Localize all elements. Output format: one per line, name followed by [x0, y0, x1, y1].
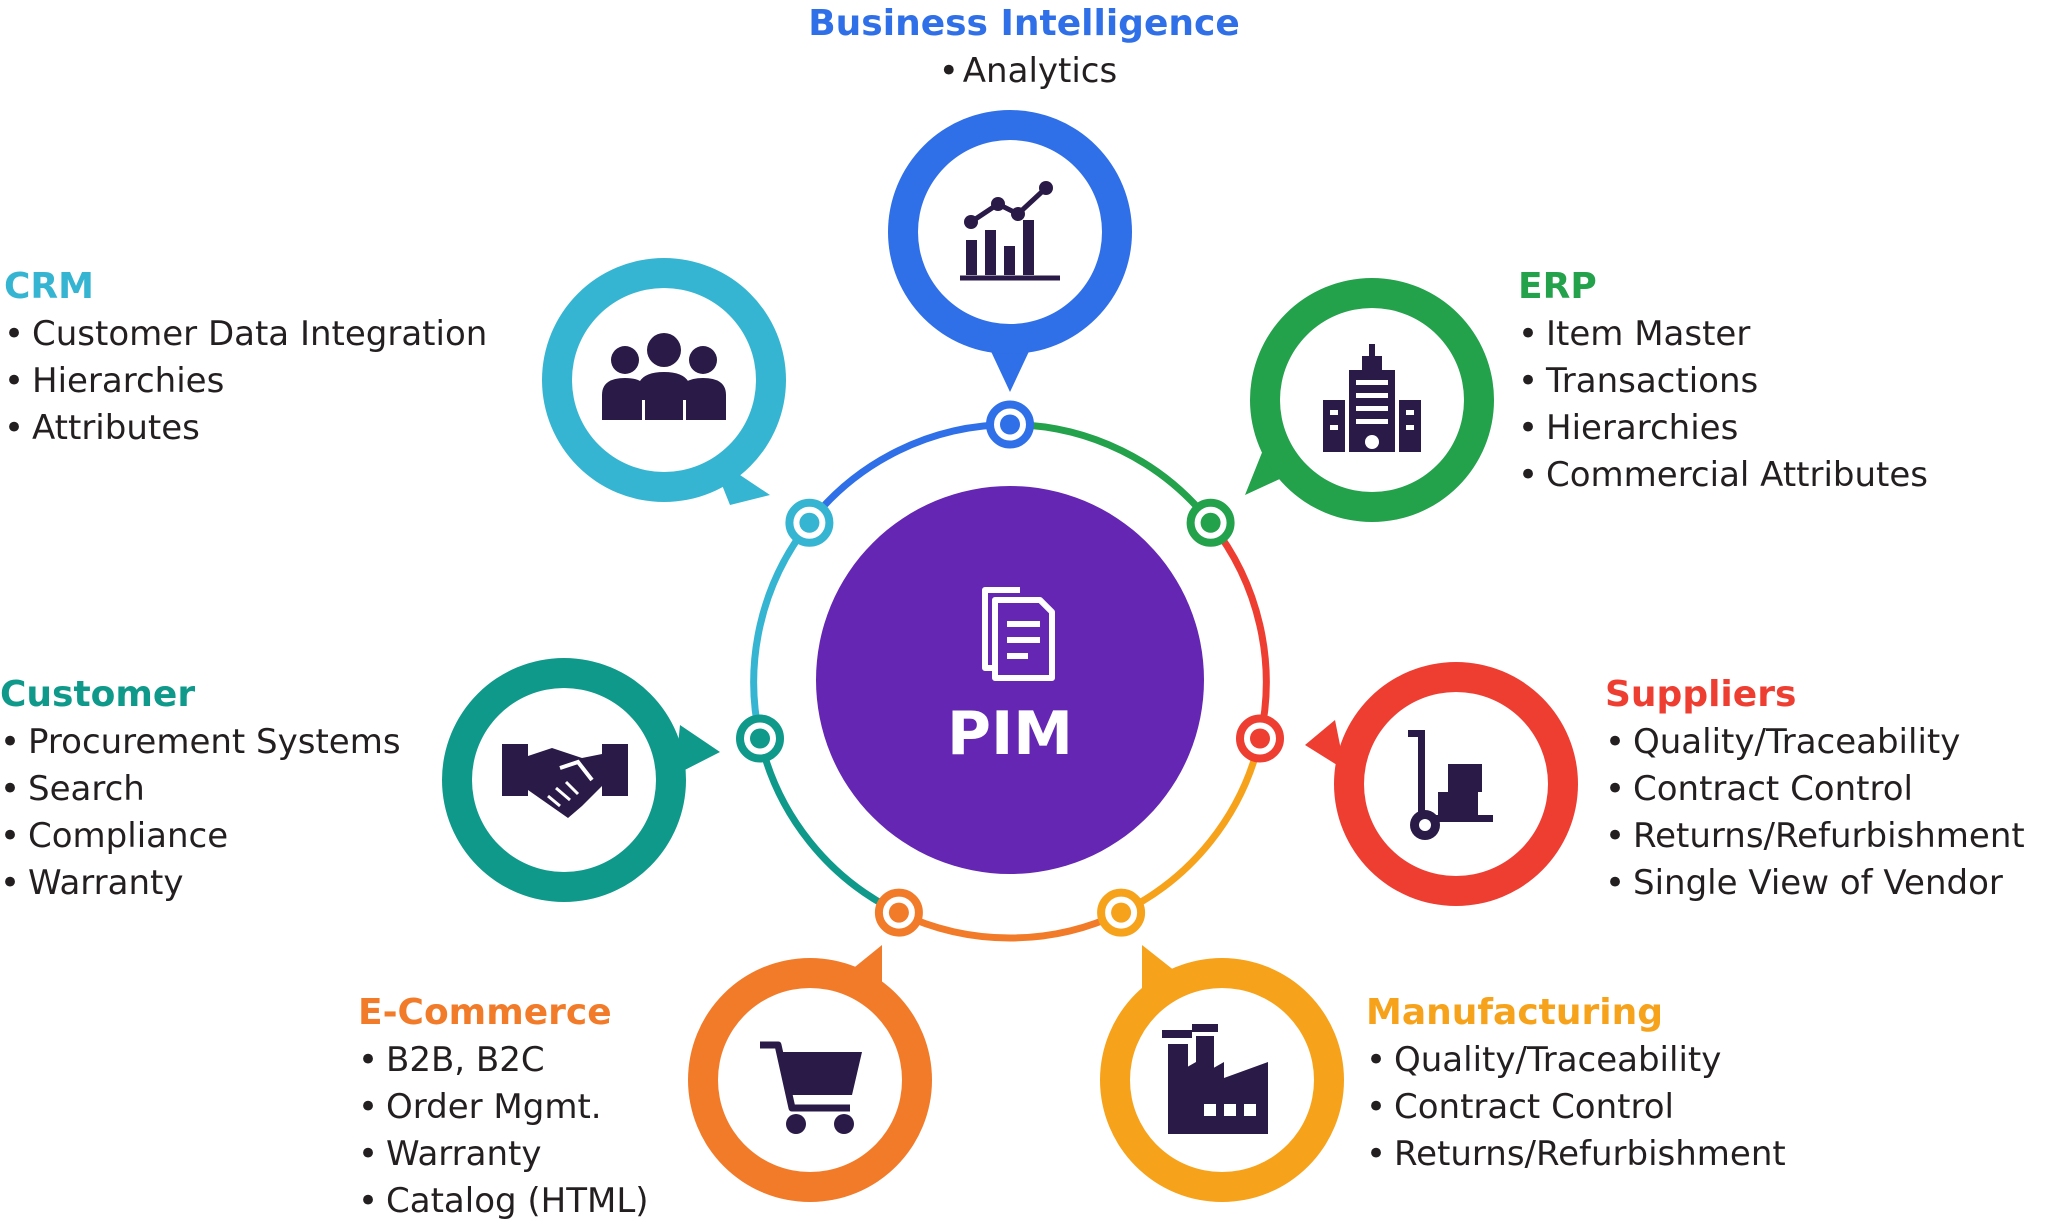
shopping-cart-icon — [760, 1041, 862, 1134]
list-item: Search — [0, 766, 401, 813]
label-customer-items: Procurement Systems Search Compliance Wa… — [0, 719, 401, 907]
list-item: Returns/Refurbishment — [1366, 1131, 1786, 1178]
list-item: Single View of Vendor — [1605, 860, 2025, 907]
list-item: Procurement Systems — [0, 719, 401, 766]
label-erp: ERP Item Master Transactions Hierarchies… — [1518, 265, 1928, 499]
ring-arc-bi-erp — [1009, 421, 1214, 525]
list-item: Quality/Traceability — [1366, 1037, 1786, 1084]
pim-center: PIM — [816, 486, 1204, 874]
bubble-bi — [888, 110, 1132, 392]
ring-node-crm — [785, 498, 834, 547]
people-group-icon — [602, 333, 726, 420]
label-crm-title: CRM — [4, 266, 94, 307]
list-item: Warranty — [0, 860, 401, 907]
label-bi-title: Business Intelligence — [808, 3, 1240, 44]
list-item: Customer Data Integration — [4, 311, 487, 358]
list-item: Contract Control — [1366, 1084, 1786, 1131]
building-icon — [1323, 344, 1421, 452]
bubble-customer — [442, 658, 720, 902]
bubble-ecommerce — [688, 945, 932, 1202]
label-erp-items: Item Master Transactions Hierarchies Com… — [1518, 311, 1928, 499]
list-item: Analytics — [4, 48, 2048, 95]
list-item: Transactions — [1518, 358, 1928, 405]
list-item: Order Mgmt. — [358, 1084, 649, 1131]
ring-node-erp — [1186, 498, 1235, 547]
ring-arc-suppliers-manufacturing — [1119, 737, 1264, 916]
bubble-bi-tail — [988, 345, 1032, 392]
label-suppliers-items: Quality/Traceability Contract Control Re… — [1605, 719, 2025, 907]
list-item: Item Master — [1518, 311, 1928, 358]
bubble-erp — [1245, 278, 1494, 522]
label-manufacturing-items: Quality/Traceability Contract Control Re… — [1366, 1037, 1786, 1178]
pim-center-label: PIM — [947, 699, 1073, 769]
ring-node-manufacturing — [1097, 888, 1146, 937]
label-ecommerce: E-Commerce B2B, B2C Order Mgmt. Warranty… — [358, 991, 649, 1225]
bubble-customer-tail — [675, 725, 720, 775]
bubble-crm — [542, 258, 786, 505]
ring-arc-customer-crm — [750, 520, 813, 740]
bubble-suppliers-tail — [1305, 720, 1345, 770]
list-item: Hierarchies — [1518, 405, 1928, 452]
ring-node-bi — [986, 400, 1034, 449]
hand-truck-icon — [1408, 730, 1493, 840]
list-item: Attributes — [4, 405, 487, 452]
label-ecommerce-title: E-Commerce — [358, 992, 612, 1033]
label-customer-title: Customer — [0, 674, 196, 715]
label-erp-title: ERP — [1518, 266, 1597, 307]
label-manufacturing-title: Manufacturing — [1366, 992, 1663, 1033]
list-item: Hierarchies — [4, 358, 487, 405]
documents-icon — [982, 587, 1055, 681]
label-ecommerce-items: B2B, B2C Order Mgmt. Warranty Catalog (H… — [358, 1037, 649, 1225]
list-item: B2B, B2C — [358, 1037, 649, 1084]
analytics-chart-icon — [960, 181, 1060, 281]
list-item: Compliance — [0, 813, 401, 860]
ring-nodes — [736, 400, 1284, 937]
list-item: Warranty — [358, 1131, 649, 1178]
factory-icon — [1162, 1024, 1268, 1134]
handshake-icon — [502, 744, 628, 818]
ring-node-customer — [736, 714, 784, 763]
list-item: Quality/Traceability — [1605, 719, 2025, 766]
label-crm-items: Customer Data Integration Hierarchies At… — [4, 311, 487, 452]
label-manufacturing: Manufacturing Quality/Traceability Contr… — [1366, 991, 1786, 1178]
label-crm: CRM Customer Data Integration Hierarchie… — [4, 265, 487, 452]
label-customer: Customer Procurement Systems Search Comp… — [0, 673, 401, 907]
ring-arc-manufacturing-ecommerce — [897, 909, 1123, 942]
label-suppliers-title: Suppliers — [1605, 674, 1797, 715]
ring-node-suppliers — [1236, 714, 1284, 763]
ring-arc-erp-suppliers — [1207, 520, 1270, 740]
ring-node-ecommerce — [874, 888, 923, 937]
bubble-manufacturing — [1100, 945, 1344, 1202]
ring-arc-ecommerce-customer — [756, 737, 901, 916]
label-bi: Business Intelligence Analytics — [0, 2, 2048, 95]
ring-arc-crm-bi — [806, 421, 1011, 525]
list-item: Contract Control — [1605, 766, 2025, 813]
ring — [750, 421, 1270, 942]
bubble-suppliers — [1305, 662, 1578, 906]
label-suppliers: Suppliers Quality/Traceability Contract … — [1605, 673, 2025, 907]
list-item: Commercial Attributes — [1518, 452, 1928, 499]
list-item: Returns/Refurbishment — [1605, 813, 2025, 860]
list-item: Catalog (HTML) — [358, 1178, 649, 1225]
label-bi-items: Analytics — [0, 48, 2048, 95]
